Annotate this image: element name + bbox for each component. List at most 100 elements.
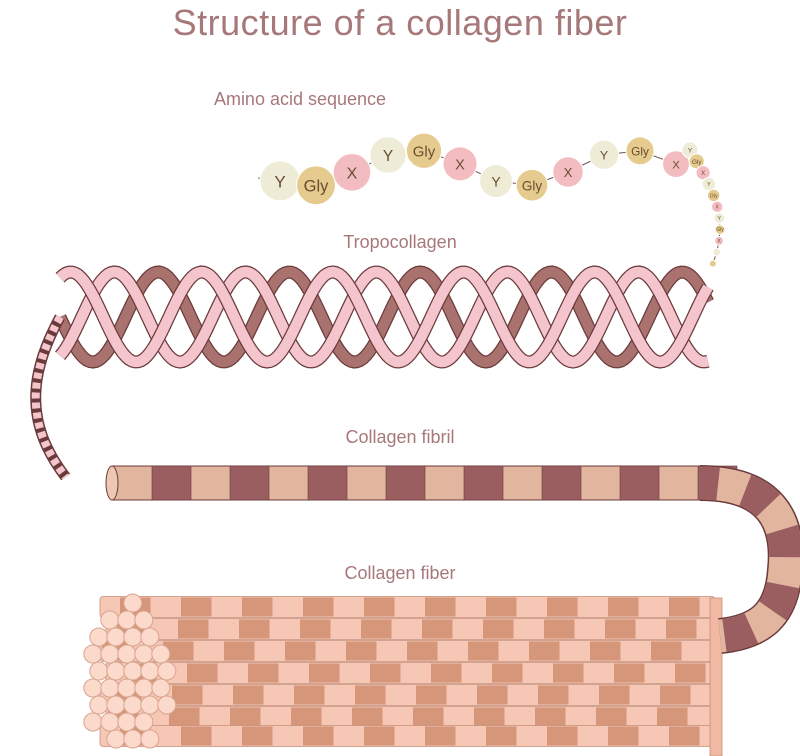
fiber-band bbox=[294, 685, 325, 705]
fiber-band bbox=[291, 707, 322, 727]
amino-acid-y: Y bbox=[701, 176, 717, 192]
amino-acid-label: X bbox=[716, 205, 720, 211]
helix-strand-2 bbox=[55, 266, 710, 368]
label-tropocollagen: Tropocollagen bbox=[343, 232, 457, 252]
amino-acid-y: Y bbox=[259, 160, 301, 202]
fiber-end-cap bbox=[83, 712, 103, 732]
amino-acid-gly: Gly bbox=[515, 168, 549, 202]
amino-acid-x: X bbox=[442, 146, 478, 182]
helix-strand-1 bbox=[55, 266, 713, 368]
fiber-band bbox=[477, 685, 508, 705]
fiber-end-cap bbox=[123, 729, 143, 749]
fiber-band bbox=[590, 641, 621, 661]
fiber-band bbox=[547, 597, 578, 617]
fiber-end-cap bbox=[83, 678, 103, 698]
fibril-band bbox=[229, 465, 270, 501]
fiber-band bbox=[657, 707, 688, 727]
amino-acid-label: Y bbox=[718, 216, 722, 222]
fiber-band bbox=[669, 597, 700, 617]
fiber-band bbox=[300, 619, 331, 639]
fiber-band bbox=[187, 663, 218, 683]
fiber-band bbox=[224, 641, 255, 661]
fiber-end-cap bbox=[140, 627, 160, 647]
amino-acid-label: Y bbox=[383, 148, 393, 165]
fiber-band bbox=[303, 726, 334, 746]
fiber-band bbox=[239, 619, 270, 639]
amino-acid-label: X bbox=[701, 171, 705, 177]
fiber-band bbox=[303, 597, 334, 617]
fiber-right-end bbox=[709, 597, 723, 756]
fiber-end-cap bbox=[151, 644, 171, 664]
amino-acid-gly bbox=[708, 259, 717, 268]
fiber-band bbox=[596, 707, 627, 727]
fiber-band bbox=[248, 663, 279, 683]
fibril-band bbox=[151, 465, 192, 501]
fiber-band bbox=[651, 641, 682, 661]
amino-acid-label: Gly bbox=[631, 144, 649, 158]
fibril-band bbox=[463, 465, 504, 501]
amino-acid-label: X bbox=[717, 238, 721, 244]
fiber-end-cap bbox=[89, 695, 109, 715]
fibril-band bbox=[307, 465, 348, 501]
fiber-band bbox=[425, 597, 456, 617]
fiber-end-cap bbox=[140, 695, 160, 715]
amino-acid-gly: Gly bbox=[625, 136, 655, 166]
fiber-end-cap bbox=[117, 644, 137, 664]
fiber-band bbox=[309, 663, 340, 683]
fiber-band bbox=[608, 726, 639, 746]
fiber-end-cap bbox=[106, 695, 126, 715]
label-amino-acid-sequence: Amino acid sequence bbox=[213, 89, 387, 109]
fiber-end-cap bbox=[89, 661, 109, 681]
fiber-end-cap bbox=[123, 661, 143, 681]
amino-acid-y bbox=[712, 247, 722, 257]
collagen-fiber-bundle bbox=[83, 593, 723, 756]
fiber-end-cap bbox=[151, 678, 171, 698]
amino-acid-y: Y bbox=[369, 136, 407, 174]
fiber-band bbox=[483, 619, 514, 639]
fiber-band bbox=[355, 685, 386, 705]
fiber-end-cap bbox=[106, 729, 126, 749]
amino-acid-label: Y bbox=[600, 148, 608, 162]
amino-acid-label: Gly bbox=[522, 178, 542, 193]
fiber-band bbox=[407, 641, 438, 661]
diagram-title: Structure of a collagen fiber bbox=[172, 2, 628, 43]
fiber-band bbox=[547, 726, 578, 746]
helix-strand-3 bbox=[56, 266, 713, 368]
fibril-tail-bands bbox=[699, 466, 800, 653]
amino-acid-label: X bbox=[564, 165, 573, 180]
fiber-band bbox=[529, 641, 560, 661]
fiber-end-cap bbox=[100, 678, 120, 698]
fiber-band bbox=[675, 663, 706, 683]
fiber-band bbox=[422, 619, 453, 639]
fiber-band bbox=[169, 707, 200, 727]
helix-tail bbox=[31, 315, 69, 480]
amino-acid-gly: Gly bbox=[405, 132, 443, 169]
fibril-end bbox=[105, 465, 119, 501]
fiber-band bbox=[535, 707, 566, 727]
fiber-end-cap bbox=[117, 678, 137, 698]
fiber-end-cap bbox=[123, 593, 143, 613]
fiber-end-cap bbox=[157, 661, 177, 681]
fiber-band bbox=[431, 663, 462, 683]
fiber-band bbox=[660, 685, 691, 705]
fiber-band bbox=[468, 641, 499, 661]
fiber-band bbox=[486, 597, 517, 617]
amino-acid-label: X bbox=[672, 159, 680, 171]
fiber-end-cap bbox=[134, 610, 154, 630]
fiber-end-cap bbox=[106, 627, 126, 647]
fiber-band bbox=[413, 707, 444, 727]
fiber-band bbox=[361, 619, 392, 639]
fiber-band bbox=[285, 641, 316, 661]
amino-acid-y: Y bbox=[479, 164, 513, 199]
fiber-band bbox=[163, 641, 194, 661]
fiber-end-cap bbox=[100, 610, 120, 630]
fiber-band bbox=[178, 619, 209, 639]
fiber-band bbox=[486, 726, 517, 746]
collagen-fibril bbox=[105, 465, 800, 654]
amino-acid-x: X bbox=[710, 200, 724, 214]
amino-acid-label: Gly bbox=[413, 143, 436, 160]
label-collagen-fiber: Collagen fiber bbox=[344, 563, 456, 583]
amino-acid-label: X bbox=[455, 157, 465, 173]
fiber-end-cap bbox=[106, 661, 126, 681]
